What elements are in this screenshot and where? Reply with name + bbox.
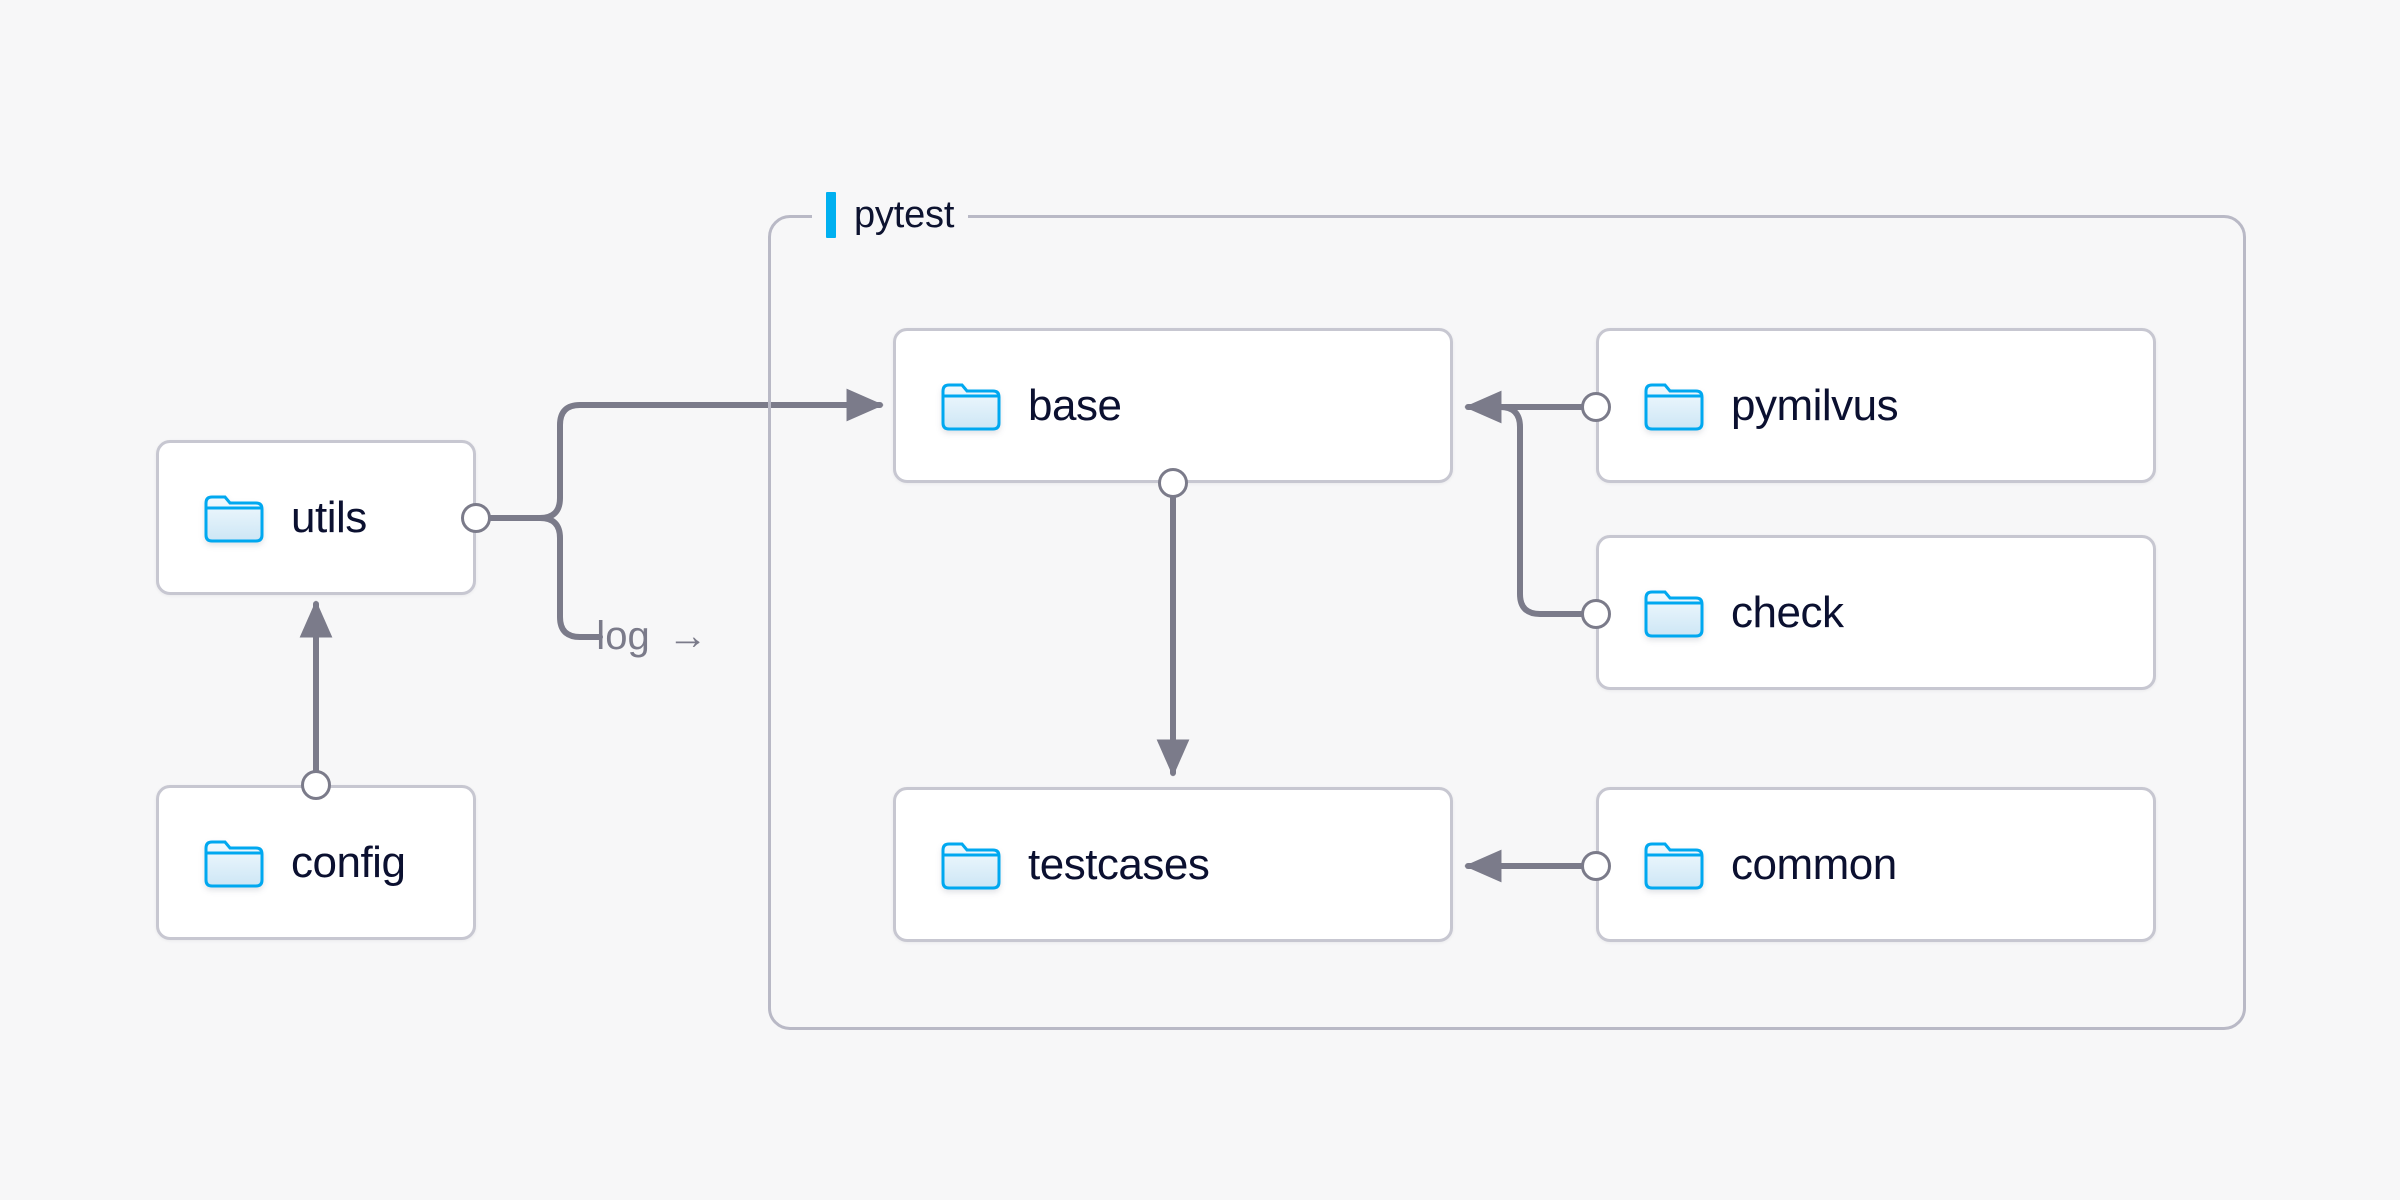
- folder-icon: [941, 383, 1001, 430]
- node-config-label: config: [291, 837, 406, 887]
- group-pytest[interactable]: [768, 215, 2246, 1030]
- edge-label-log-text: log: [596, 614, 650, 658]
- edge-utils-to-log: [537, 515, 603, 640]
- group-pytest-label-text: pytest: [854, 193, 955, 236]
- folder-icon: [204, 495, 264, 542]
- node-testcases-label: testcases: [1028, 839, 1210, 889]
- node-check[interactable]: check: [1596, 535, 2156, 690]
- node-common-label: common: [1731, 839, 1897, 889]
- group-pytest-label: pytest: [812, 186, 969, 244]
- accent-bar-icon: [826, 192, 836, 238]
- node-utils[interactable]: utils: [156, 440, 476, 595]
- edge-label-log-arrow-icon: →: [667, 614, 708, 658]
- folder-icon: [1644, 590, 1704, 637]
- node-pymilvus[interactable]: pymilvus: [1596, 328, 2156, 483]
- folder-icon: [941, 842, 1001, 889]
- handle-config-top[interactable]: [301, 770, 331, 800]
- node-base[interactable]: base: [893, 328, 1453, 483]
- node-pymilvus-label: pymilvus: [1731, 380, 1899, 430]
- handle-pymilvus-left[interactable]: [1581, 392, 1611, 422]
- folder-icon: [1644, 842, 1704, 889]
- handle-base-bottom[interactable]: [1158, 468, 1188, 498]
- handle-utils-right[interactable]: [461, 503, 491, 533]
- node-testcases[interactable]: testcases: [893, 787, 1453, 942]
- node-common[interactable]: common: [1596, 787, 2156, 942]
- node-base-label: base: [1028, 380, 1122, 430]
- folder-icon: [1644, 383, 1704, 430]
- node-utils-label: utils: [291, 492, 367, 542]
- folder-icon: [204, 840, 264, 887]
- node-config[interactable]: config: [156, 785, 476, 940]
- edge-label-log: log →: [596, 616, 707, 656]
- handle-common-left[interactable]: [1581, 851, 1611, 881]
- handle-check-left[interactable]: [1581, 599, 1611, 629]
- node-check-label: check: [1731, 587, 1844, 637]
